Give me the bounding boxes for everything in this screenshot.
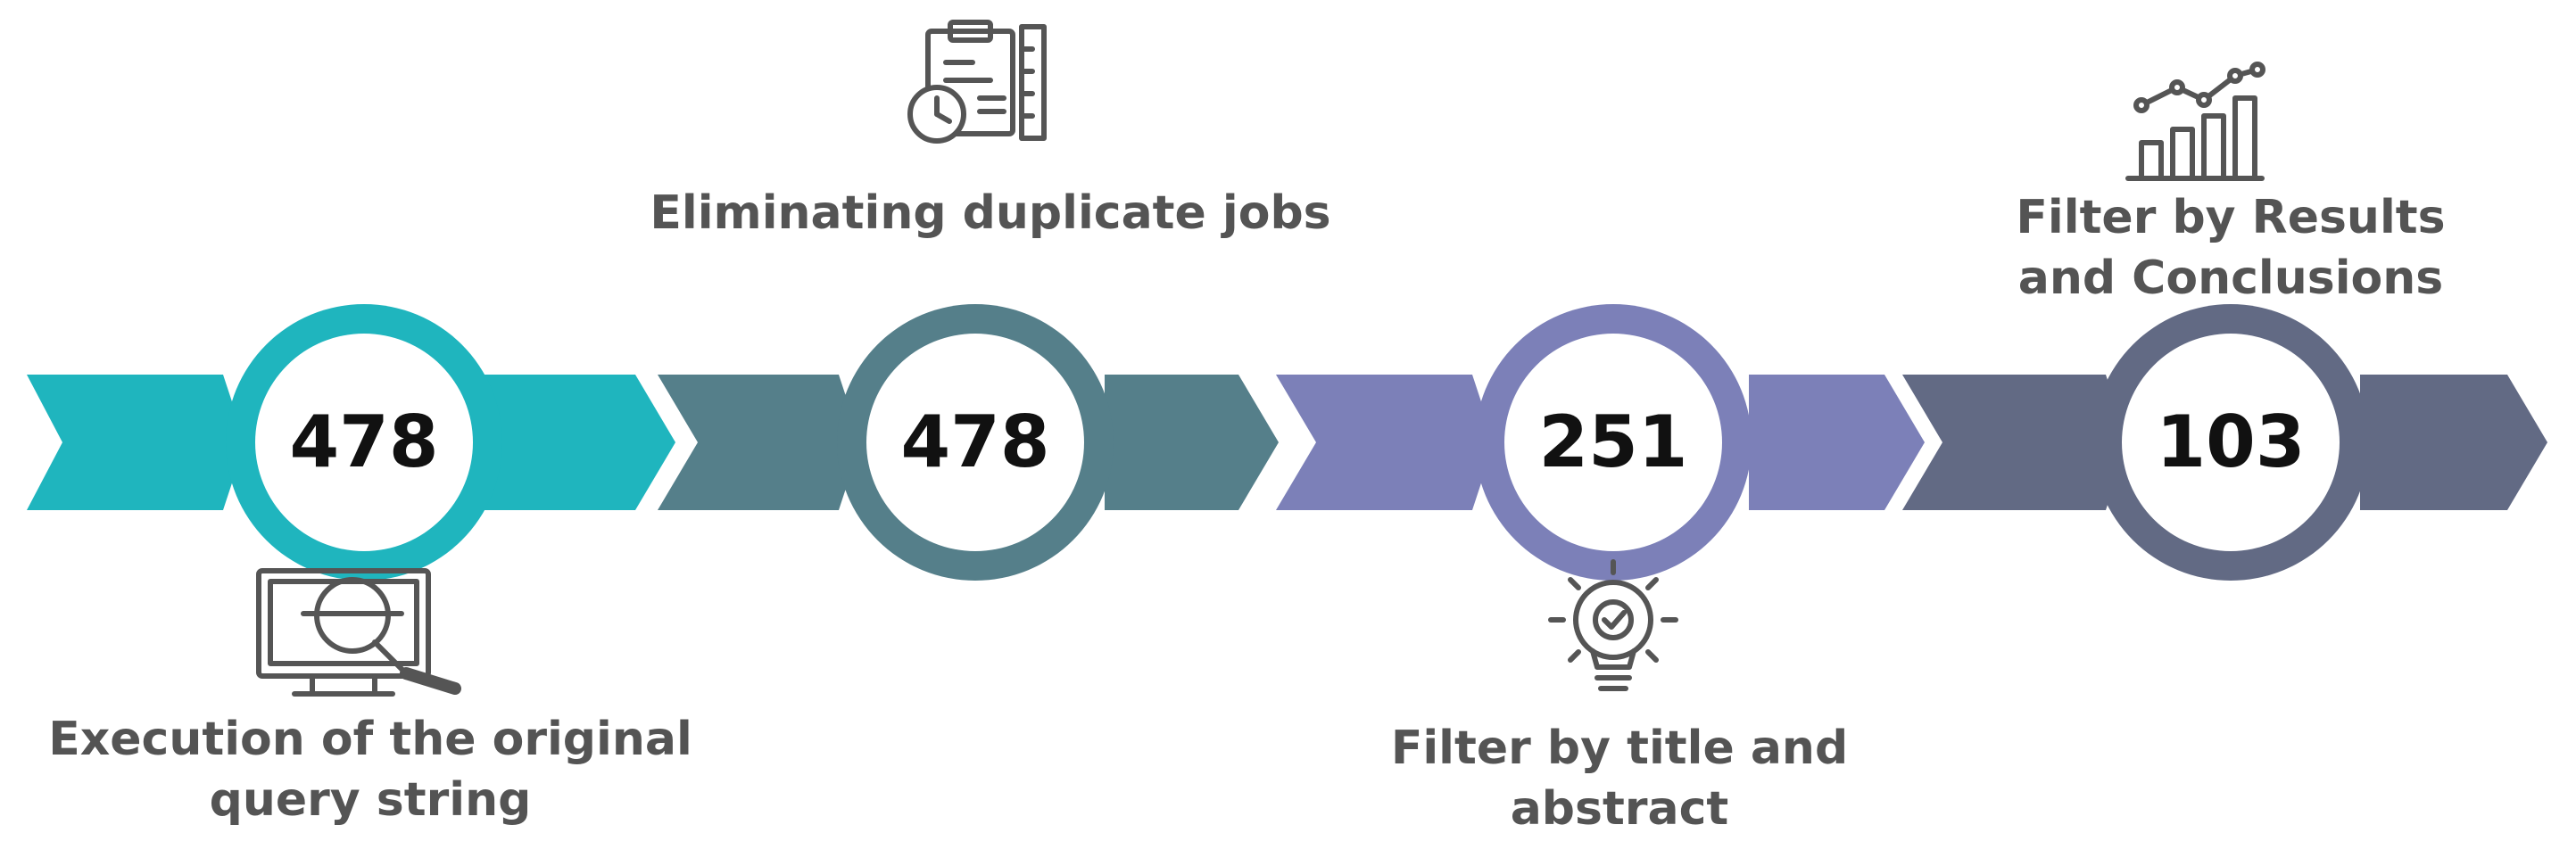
count-value-3: 251 <box>1538 400 1688 483</box>
count-disc-1 <box>255 334 473 551</box>
arrow-segment-2-left <box>658 375 861 510</box>
clipboard-clock-icon <box>907 20 1047 144</box>
arrow-segment-2-right <box>1105 375 1279 510</box>
lightbulb-check-icon <box>1548 559 1678 691</box>
step-label-1: Execution of the original query string <box>18 709 723 830</box>
step-label-3-line-2: abstract <box>1510 782 1729 836</box>
count-value-4: 103 <box>2156 400 2306 483</box>
count-value-1: 478 <box>289 400 439 483</box>
arrow-segment-1-right <box>477 375 675 510</box>
count-disc-4 <box>2122 334 2340 551</box>
step-label-4: Filter by Results and Conclusions <box>1927 187 2534 309</box>
step-label-4-line-1: Filter by Results <box>2016 191 2446 244</box>
step-label-1-line-2: query string <box>209 773 532 827</box>
bar-chart-trend-icon <box>2125 62 2265 181</box>
step-label-1-line-1: Execution of the original <box>48 713 692 766</box>
step-label-2-line-1: Eliminating duplicate jobs <box>650 186 1331 240</box>
step-label-3-line-1: Filter by title and <box>1390 722 1849 775</box>
step-label-3: Filter by title and abstract <box>1321 718 1918 839</box>
arrow-segment-4-left <box>1902 375 2128 510</box>
count-disc-2 <box>866 334 1084 551</box>
count-disc-3 <box>1504 334 1722 551</box>
arrow-segment-3-left <box>1276 375 1495 510</box>
arrow-segment-1-left <box>27 375 245 510</box>
count-value-2: 478 <box>900 400 1050 483</box>
step-label-2: Eliminating duplicate jobs <box>607 183 1374 243</box>
arrow-segment-3-right <box>1749 375 1925 510</box>
monitor-search-icon <box>256 568 461 697</box>
arrow-segment-4-right <box>2360 375 2547 510</box>
step-label-4-line-2: and Conclusions <box>2017 252 2444 305</box>
